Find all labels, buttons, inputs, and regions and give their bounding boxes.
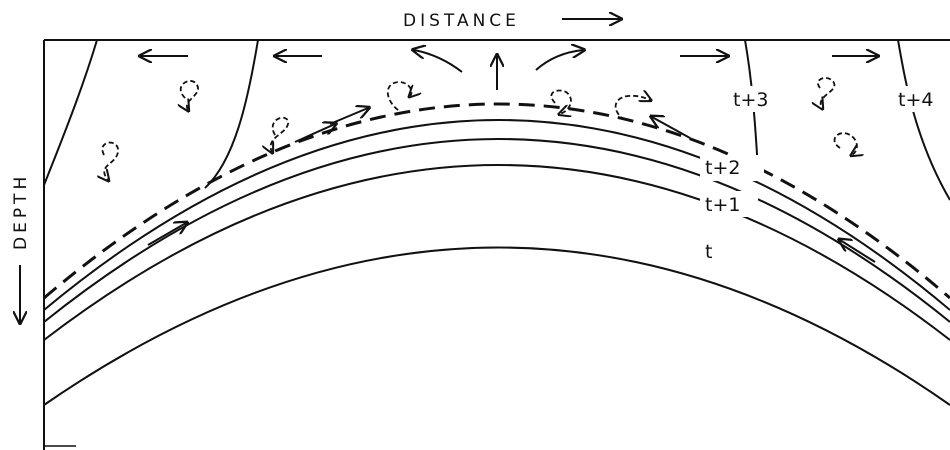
isochrone-t2-inner [43, 119, 950, 311]
boundary-arrow-5 [840, 240, 876, 263]
front-line-left-1 [43, 39, 98, 186]
label-t: t [705, 241, 712, 263]
label-t1: t+1 [705, 194, 740, 216]
eddy-6 [614, 96, 650, 121]
label-t3: t+3 [733, 89, 768, 111]
eddy-1 [181, 80, 199, 110]
flow-arrow-4 [535, 50, 583, 71]
eddy-2 [102, 141, 119, 180]
front-line-t4 [897, 39, 950, 201]
y-axis-label: DEPTH [11, 173, 31, 250]
eddy-3 [271, 116, 289, 152]
label-t4: t+4 [898, 89, 933, 111]
eddy-7 [818, 77, 836, 108]
isochrone-t [43, 246, 950, 406]
eddy-8 [833, 132, 857, 155]
eddy-4 [386, 81, 412, 111]
boundary-arrow-3 [329, 108, 368, 125]
x-axis-label: DISTANCE [403, 11, 520, 31]
isochrone-t1 [43, 164, 950, 341]
plot-frame [43, 39, 950, 450]
eddy-5 [550, 89, 572, 114]
boundary-arrow-2 [294, 124, 335, 143]
flow-arrow-3 [414, 50, 463, 73]
dashed-boundary [43, 102, 950, 300]
label-backgrounds [700, 86, 945, 264]
isochrone-t2 [43, 138, 950, 323]
boundary-arrow-4 [652, 117, 691, 139]
boundary-arrow-1 [147, 223, 186, 246]
label-t2: t+2 [705, 157, 740, 179]
front-line-left-2 [204, 39, 259, 189]
